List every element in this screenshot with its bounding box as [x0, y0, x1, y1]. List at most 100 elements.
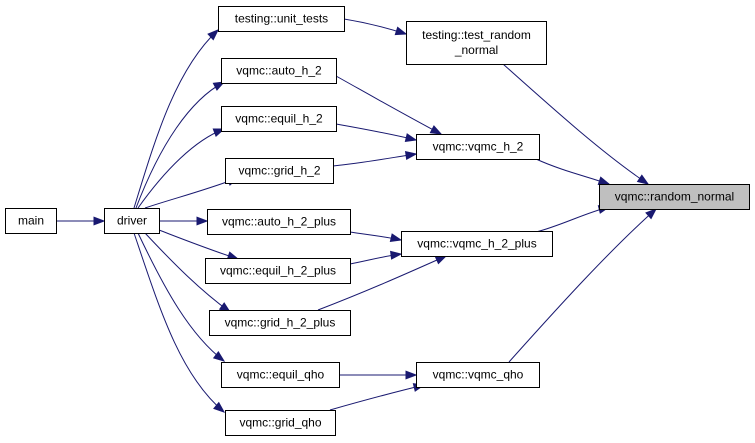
node-box — [225, 158, 334, 184]
node-box — [209, 310, 351, 336]
node-label: vqmc::grid_qho — [239, 416, 321, 430]
node-box — [406, 21, 547, 65]
node-grid-qho[interactable]: vqmc::grid_qho — [225, 410, 336, 436]
node-equil-h-2[interactable]: vqmc::equil_h_2 — [221, 106, 337, 132]
node-label: vqmc::equil_h_2 — [235, 112, 323, 126]
edge-driver-to-auto-h-2 — [135, 81, 226, 209]
edge-line — [133, 232, 225, 413]
node-box — [416, 134, 540, 160]
node-vqmc-qho[interactable]: vqmc::vqmc_qho — [416, 362, 540, 388]
edge-line — [335, 75, 442, 135]
node-label: vqmc::grid_h_2_plus — [225, 316, 336, 330]
node-driver[interactable]: driver — [104, 208, 160, 234]
arrowhead — [404, 151, 418, 160]
node-box — [207, 209, 351, 235]
edge-auto-h-2-plus-to-vqmc-h-2-plus — [349, 231, 403, 243]
edge-line — [317, 255, 447, 311]
edge-line — [535, 206, 610, 233]
edge-line — [135, 81, 225, 209]
edge-line — [329, 384, 425, 411]
node-label: vqmc::random_normal — [615, 190, 734, 204]
node-grid-h-2[interactable]: vqmc::grid_h_2 — [225, 158, 334, 184]
node-box — [205, 258, 351, 284]
edge-line — [335, 123, 417, 141]
arrowhead — [404, 133, 418, 142]
edge-vqmc-qho-to-random-normal — [508, 208, 658, 363]
node-label: driver — [117, 214, 147, 228]
node-box — [599, 184, 750, 210]
arrowhead — [212, 81, 226, 91]
edge-line — [144, 232, 231, 313]
node-label: vqmc::equil_h_2_plus — [220, 264, 336, 278]
node-label: _normal — [454, 43, 498, 57]
arrowhead — [394, 26, 408, 36]
node-auto-h-2[interactable]: vqmc::auto_h_2 — [221, 58, 337, 84]
arrowhead — [405, 370, 418, 380]
node-label: vqmc::equil_qho — [237, 368, 325, 382]
edge-line — [502, 63, 649, 185]
arrowhead — [636, 174, 650, 185]
node-unit-tests[interactable]: testing::unit_tests — [218, 6, 345, 32]
edge-line — [133, 29, 219, 209]
arrowhead — [390, 250, 403, 260]
node-label: vqmc::vqmc_qho — [433, 368, 524, 382]
arrowhead — [93, 216, 106, 226]
edge-main-to-driver — [56, 216, 106, 226]
edge-driver-to-unit-tests — [133, 29, 220, 209]
arrowhead — [597, 176, 611, 185]
node-equil-h-2-plus[interactable]: vqmc::equil_h_2_plus — [205, 258, 351, 284]
edge-driver-to-grid-h-2 — [144, 177, 240, 209]
node-label: vqmc::auto_h_2 — [236, 64, 322, 78]
node-box — [221, 106, 337, 132]
edge-vqmc-h-2-plus-to-random-normal — [535, 205, 611, 233]
edge-test-random-normal-to-random-normal — [502, 63, 650, 185]
edge-driver-to-equil-qho — [137, 232, 226, 362]
node-label: vqmc::vqmc_h_2_plus — [417, 237, 536, 251]
arrowhead — [434, 255, 448, 265]
node-box — [416, 362, 540, 388]
node-box — [221, 58, 337, 84]
edge-driver-to-auto-h-2-plus — [159, 216, 209, 226]
node-box — [218, 6, 345, 32]
arrowhead — [645, 208, 658, 220]
node-label: testing::unit_tests — [235, 12, 328, 26]
node-equil-qho[interactable]: vqmc::equil_qho — [221, 362, 340, 388]
arrowhead — [389, 233, 403, 243]
node-label: testing::test_random — [422, 28, 531, 42]
edge-equil-h-2-plus-to-vqmc-h-2-plus — [349, 250, 403, 265]
arrowhead — [207, 29, 220, 41]
node-auto-h-2-plus[interactable]: vqmc::auto_h_2_plus — [207, 209, 351, 235]
edge-line — [137, 232, 225, 362]
edge-driver-to-grid-qho — [133, 232, 226, 413]
node-box — [401, 231, 553, 257]
edge-grid-h-2-to-vqmc-h-2 — [332, 151, 418, 167]
node-test-random-normal[interactable]: testing::test_random_normal — [406, 21, 547, 65]
edge-line — [332, 153, 417, 167]
node-random-normal[interactable]: vqmc::random_normal — [599, 184, 750, 210]
arrowhead — [212, 351, 226, 362]
arrowhead — [196, 216, 209, 226]
node-box — [5, 208, 57, 234]
arrowhead — [213, 401, 226, 413]
edge-vqmc-h-2-to-random-normal — [535, 158, 611, 185]
edge-grid-qho-to-vqmc-qho — [329, 383, 426, 411]
edge-auto-h-2-to-vqmc-h-2 — [335, 75, 443, 135]
node-label: vqmc::grid_h_2 — [238, 164, 320, 178]
nodes-layer: main driver testing::unit_teststesting::te… — [5, 6, 750, 436]
edge-line — [137, 128, 225, 209]
node-label: vqmc::vqmc_h_2 — [433, 140, 524, 154]
node-grid-h-2-plus[interactable]: vqmc::grid_h_2_plus — [209, 310, 351, 336]
node-main[interactable]: main — [5, 208, 57, 234]
node-vqmc-h-2-plus[interactable]: vqmc::vqmc_h_2_plus — [401, 231, 553, 257]
edge-line — [508, 208, 657, 363]
node-label: vqmc::auto_h_2_plus — [222, 215, 336, 229]
edge-equil-qho-to-vqmc-qho — [339, 370, 418, 380]
edge-driver-to-equil-h-2 — [137, 128, 226, 209]
node-vqmc-h-2[interactable]: vqmc::vqmc_h_2 — [416, 134, 540, 160]
edge-line — [144, 177, 239, 209]
edge-equil-h-2-to-vqmc-h-2 — [335, 123, 418, 142]
node-label: main — [18, 214, 44, 228]
arrowhead — [429, 125, 443, 135]
edge-unit-tests-to-test-random-normal — [343, 18, 408, 36]
edge-line — [535, 158, 610, 185]
